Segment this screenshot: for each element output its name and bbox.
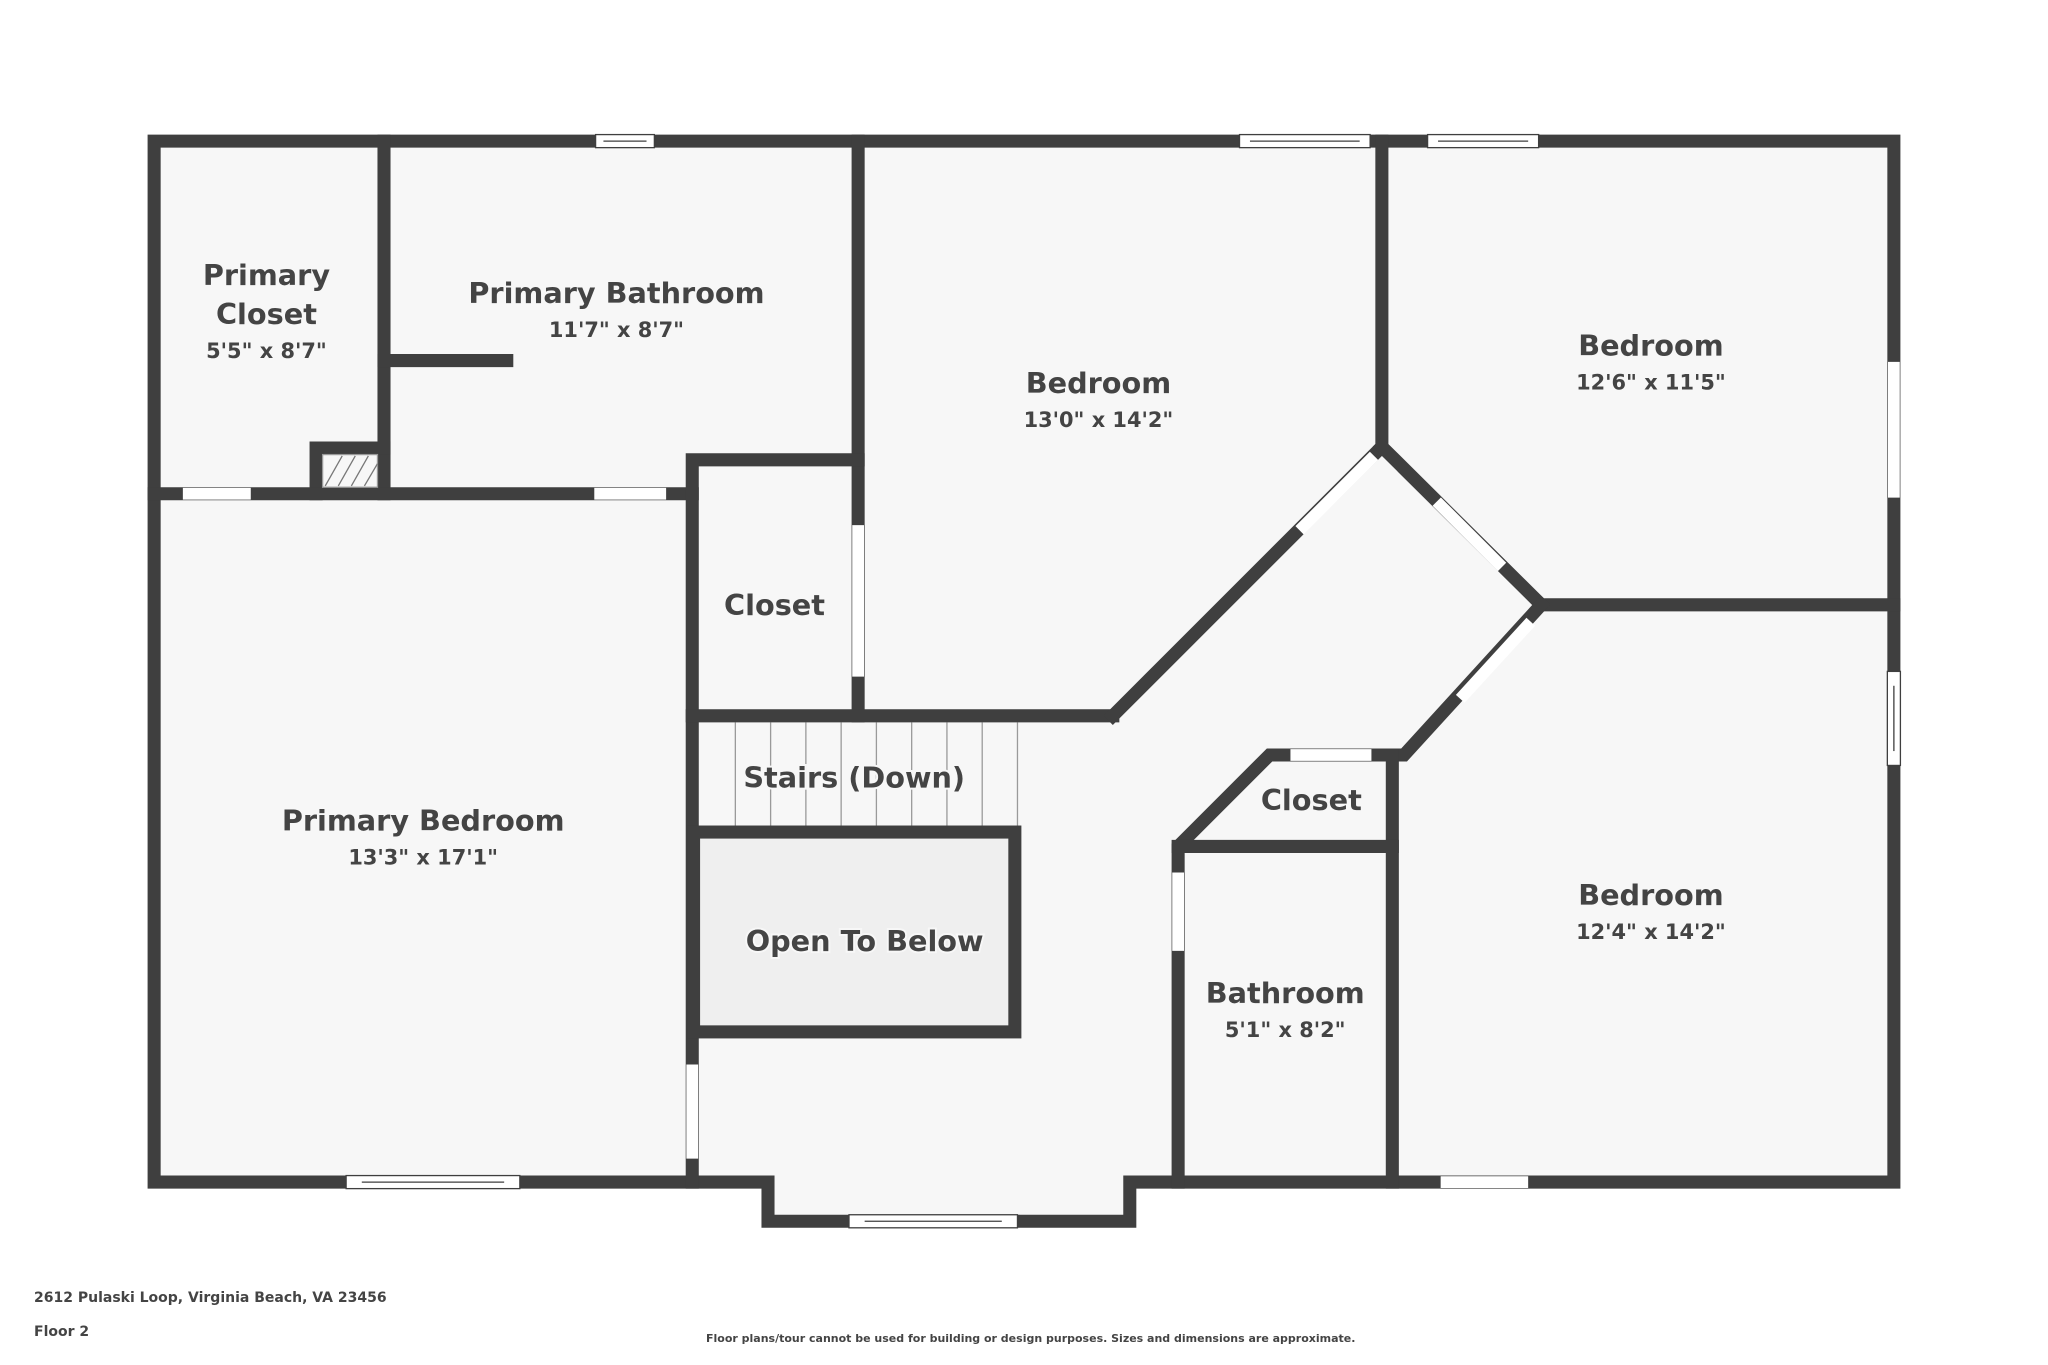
door-openings <box>182 361 1900 1188</box>
property-address: 2612 Pulaski Loop, Virginia Beach, VA 23… <box>34 1290 387 1306</box>
room-labels: Primary Closet 5'5" x 8'7" Primary Bathr… <box>201 256 1728 1044</box>
window-icon <box>345 1174 521 1190</box>
room-dimensions: 11'7" x 8'7" <box>549 318 684 342</box>
room-name: Bedroom <box>1578 878 1723 912</box>
room-dimensions: 5'1" x 8'2" <box>1225 1018 1346 1042</box>
window-icon <box>1426 133 1540 149</box>
room-dimensions: 12'6" x 11'5" <box>1576 370 1726 394</box>
disclaimer-text: Floor plans/tour cannot be used for buil… <box>706 1332 1356 1345</box>
room-name: Primary Bedroom <box>282 804 565 838</box>
stairs <box>734 722 1019 829</box>
room-name: Bedroom <box>1026 366 1171 400</box>
room-dimensions: 13'3" x 17'1" <box>348 846 498 870</box>
room-name: Closet <box>1261 783 1362 817</box>
floor-fill <box>154 141 1894 1222</box>
windows <box>345 133 1902 1229</box>
room-name: Primary Bathroom <box>468 276 764 310</box>
window-icon <box>848 1214 1019 1229</box>
room-name: Bedroom <box>1578 328 1723 362</box>
room-name: Closet <box>216 297 317 331</box>
room-name: Open To Below <box>746 924 984 958</box>
room-dimensions: 5'5" x 8'7" <box>206 339 327 363</box>
open-to-below-area <box>693 832 1015 1032</box>
room-name: Primary <box>203 258 331 292</box>
room-dimensions: 13'0" x 14'2" <box>1024 408 1174 432</box>
window-icon <box>1238 133 1371 149</box>
room-name: Closet <box>724 588 825 622</box>
room-name: Stairs (Down) <box>743 761 965 795</box>
room-dimensions: 12'4" x 14'2" <box>1576 920 1726 944</box>
window-icon <box>1886 670 1902 767</box>
room-name: Bathroom <box>1206 976 1365 1010</box>
window-icon <box>594 133 656 149</box>
floor-label: Floor 2 <box>34 1324 90 1340</box>
chase-hatch <box>321 453 379 488</box>
